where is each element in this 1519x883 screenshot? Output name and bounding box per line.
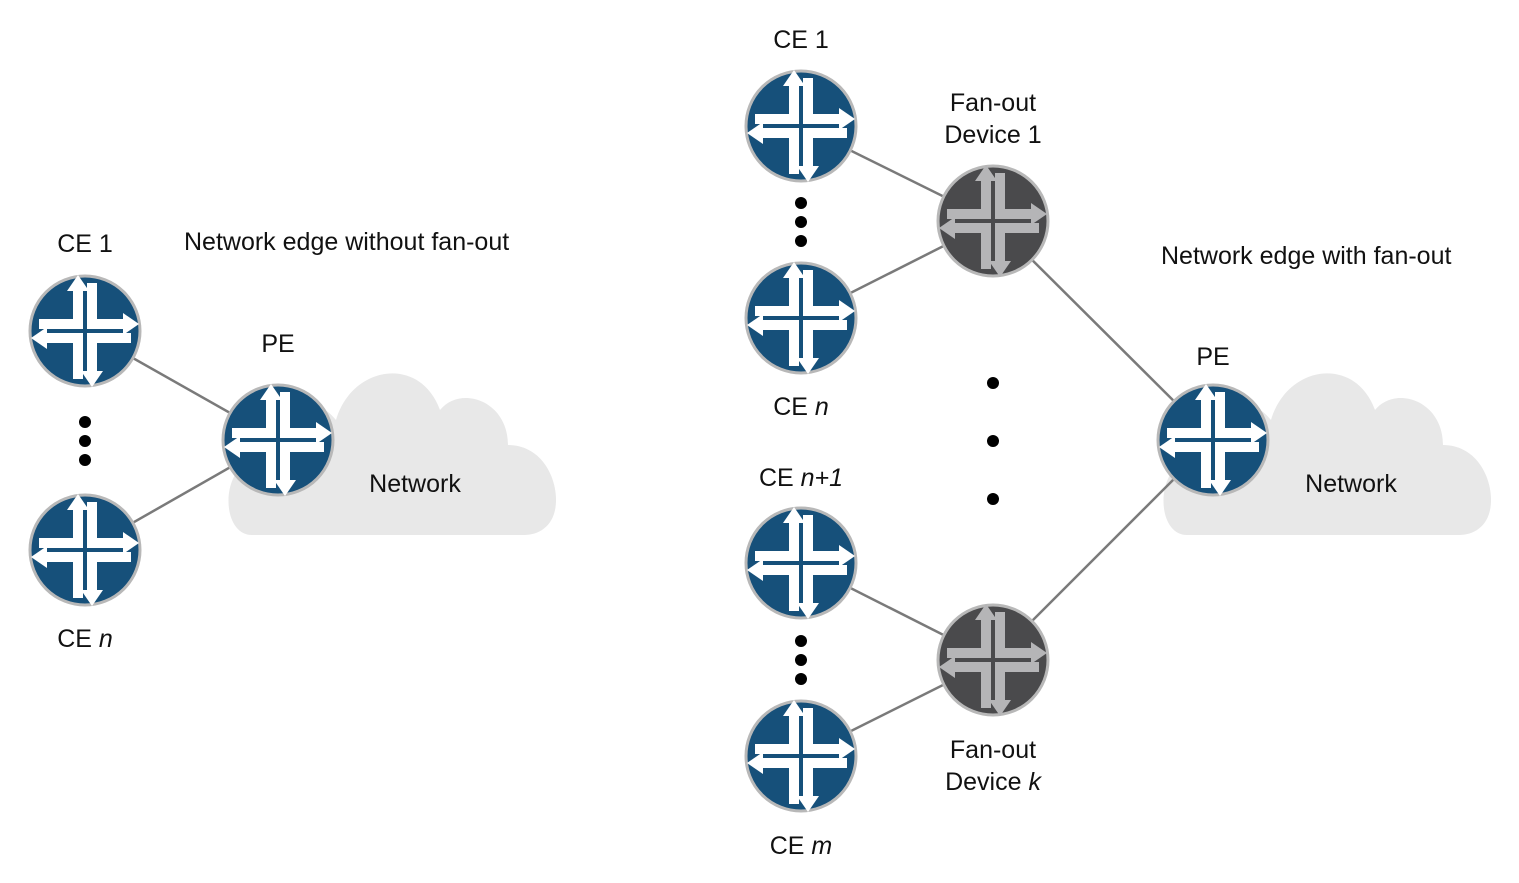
router-icon-ce1-left[interactable] bbox=[30, 275, 140, 387]
ellipsis-dot bbox=[795, 197, 807, 209]
router-icon-cen-right[interactable] bbox=[746, 262, 856, 374]
left-diagram-title: Network edge without fan-out bbox=[184, 228, 510, 256]
fanout-device-icon-1[interactable] bbox=[938, 165, 1048, 277]
label-network-left: Network bbox=[369, 470, 461, 498]
ellipsis-dot bbox=[987, 493, 999, 505]
label-ce1-right: CE 1 bbox=[773, 26, 829, 54]
ellipsis-dot bbox=[987, 377, 999, 389]
label-fanout-device-k: Fan-out Device k bbox=[945, 736, 1041, 796]
label-cen-left: CE n bbox=[57, 625, 113, 653]
ellipsis-dot bbox=[795, 673, 807, 685]
label-network-right: Network bbox=[1305, 470, 1397, 498]
label-cen1-right: CE n+1 bbox=[758, 464, 844, 492]
right-diagram-title: Network edge with fan-out bbox=[1161, 242, 1452, 270]
ellipsis-dot bbox=[79, 416, 91, 428]
router-icon-pe-right[interactable] bbox=[1158, 384, 1268, 496]
router-icon-ce1-right[interactable] bbox=[746, 70, 856, 182]
label-pe-right: PE bbox=[1196, 343, 1230, 371]
ellipsis-dot bbox=[795, 235, 807, 247]
ellipsis-dot bbox=[795, 635, 807, 647]
ellipsis-dot bbox=[987, 435, 999, 447]
ellipsis-dot bbox=[79, 435, 91, 447]
fanout-device-icon-k[interactable] bbox=[938, 604, 1048, 716]
label-pe-left: PE bbox=[261, 330, 295, 358]
ellipsis-dot bbox=[795, 654, 807, 666]
router-icon-cem-right[interactable] bbox=[746, 700, 856, 812]
router-icon-pe-left[interactable] bbox=[223, 384, 333, 496]
label-ce1-left: CE 1 bbox=[57, 230, 113, 258]
label-fanout-device-1: Fan-out Device 1 bbox=[944, 89, 1042, 149]
ellipsis-dot bbox=[79, 454, 91, 466]
router-icon-cen-left[interactable] bbox=[30, 494, 140, 606]
ellipsis-dot bbox=[795, 216, 807, 228]
label-cen-right: CE n bbox=[773, 393, 829, 421]
label-cem-right: CE m bbox=[769, 832, 833, 860]
router-icon-cen1-right[interactable] bbox=[746, 507, 856, 619]
